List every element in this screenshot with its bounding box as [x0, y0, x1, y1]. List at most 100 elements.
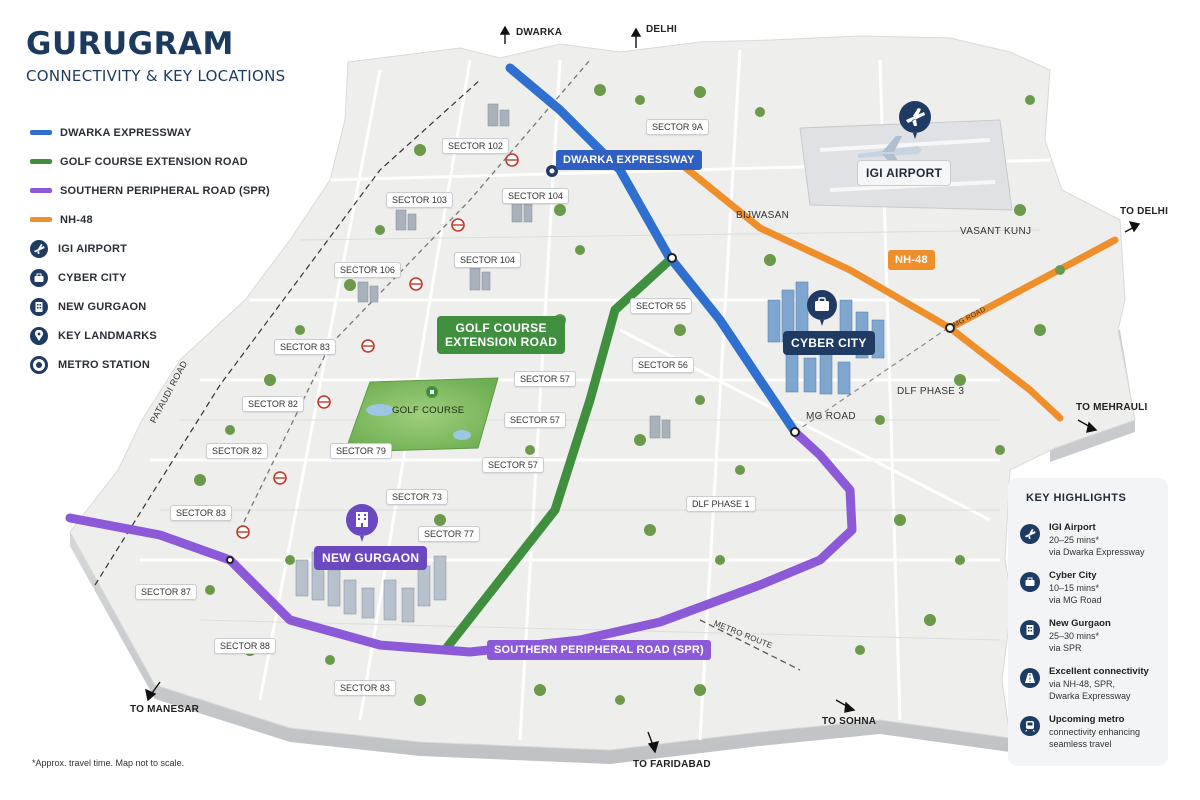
pataudi-rail-line [94, 79, 481, 586]
nh48-badge: NH-48 [888, 250, 935, 270]
building-icon [30, 297, 48, 316]
highlight-connectivity: Excellent connectivity via NH-48, SPR, Dwa… [1020, 666, 1165, 702]
sector-label: DLF PHASE 1 [686, 496, 756, 512]
golf-course-extension-badge: GOLF COURSE EXTENSION ROAD [437, 316, 566, 354]
mg-road-label: MG ROAD [806, 411, 856, 422]
spr-road [65, 427, 857, 657]
igi-airport-badge: IGI AIRPORT [857, 160, 952, 186]
legend-swatch [30, 217, 52, 222]
legend-item-key-landmarks: KEY LANDMARKS [30, 321, 290, 350]
legend-swatch [30, 188, 52, 193]
sector-label: SECTOR 88 [214, 638, 276, 654]
metro-route-line-east [699, 619, 801, 671]
destination-delhi: DELHI [646, 24, 677, 35]
highlight-line: via SPR [1049, 643, 1082, 653]
legend-item-new-gurgaon: NEW GURGAON [30, 292, 290, 321]
key-highlights-panel: KEY HIGHLIGHTS IGI Airport 20–25 mins* via… [1008, 478, 1168, 766]
legend-item-spr: SOUTHERN PERIPHERAL ROAD (SPR) [30, 176, 290, 205]
highlight-line: via NH-48, SPR, [1049, 679, 1116, 689]
briefcase-icon [1020, 572, 1040, 592]
legend-label: GOLF COURSE EXTENSION ROAD [60, 155, 248, 168]
highlight-name: Cyber City [1049, 570, 1097, 581]
sector-label: SECTOR 55 [630, 298, 692, 314]
legend-label: KEY LANDMARKS [58, 329, 157, 342]
legend-item-cyber-city: CYBER CITY [30, 263, 290, 292]
legend-item-nh48: NH-48 [30, 205, 290, 234]
sector-label: SECTOR 57 [482, 457, 544, 473]
sector-label: SECTOR 73 [386, 489, 448, 505]
legend-label: NEW GURGAON [58, 300, 147, 313]
new-gurgaon-pin [346, 504, 378, 542]
airplane-icon [1020, 524, 1040, 544]
destination-to-sohna: TO SOHNA [822, 716, 877, 727]
metro-pin [546, 165, 558, 177]
vasant-kunj-label: VASANT KUNJ [960, 226, 1032, 237]
legend-label: METRO STATION [58, 358, 151, 371]
badge-line: GOLF COURSE [455, 321, 547, 335]
dlf-phase-3-label: DLF PHASE 3 [897, 386, 965, 397]
sector-label: SECTOR 106 [334, 262, 401, 278]
pin-icon [30, 326, 48, 345]
legend-label: NH-48 [60, 213, 93, 226]
new-gurgaon-towers [295, 551, 447, 623]
golf-course-extension-road [440, 253, 677, 655]
sector-label: SECTOR 77 [418, 526, 480, 542]
cyber-city-towers [767, 281, 885, 395]
highlight-line: via MG Road [1049, 595, 1102, 605]
highlight-cyber-city: Cyber City 10–15 mins* via MG Road [1020, 570, 1165, 606]
sector-label: SECTOR 104 [502, 188, 569, 204]
nh48-road [672, 156, 1119, 422]
sector-label: SECTOR 79 [330, 443, 392, 459]
legend-label: CYBER CITY [58, 271, 127, 284]
golf-course-label: GOLF COURSE [392, 405, 465, 416]
building-icon [1020, 620, 1040, 640]
buildings [357, 103, 671, 439]
bijwasan-label: BIJWASAN [736, 210, 790, 221]
sector-label: SECTOR 104 [454, 252, 521, 268]
highlight-line: 20–25 mins* [1049, 535, 1100, 545]
legend-item-golf-course-extension-road: GOLF COURSE EXTENSION ROAD [30, 147, 290, 176]
page-subtitle: CONNECTIVITY & KEY LOCATIONS [26, 67, 286, 85]
briefcase-icon [30, 268, 48, 287]
legend: DWARKA EXPRESSWAY GOLF COURSE EXTENSION … [30, 118, 290, 379]
legend-label: DWARKA EXPRESSWAY [60, 126, 192, 139]
road-icon [1020, 668, 1040, 688]
legend-item-metro-station: METRO STATION [30, 350, 290, 379]
highlight-name: New Gurgaon [1049, 618, 1111, 629]
sector-label: SECTOR 83 [334, 680, 396, 696]
key-highlights-title: KEY HIGHLIGHTS [1026, 492, 1127, 504]
sector-label: SECTOR 57 [514, 371, 576, 387]
destination-dwarka: DWARKA [516, 27, 563, 38]
sector-label: SECTOR 103 [386, 192, 453, 208]
sector-label: SECTOR 83 [170, 505, 232, 521]
highlight-igi-airport: IGI Airport 20–25 mins* via Dwarka Express… [1020, 522, 1165, 558]
highlight-name: IGI Airport [1049, 522, 1096, 533]
badge-line: EXTENSION ROAD [445, 335, 558, 349]
highlight-name: Upcoming metro [1049, 714, 1125, 725]
airplane-icon [30, 239, 48, 258]
airport-pin [899, 101, 931, 139]
highlight-line: via Dwarka Expressway [1049, 547, 1145, 557]
sector-label: SECTOR 57 [504, 412, 566, 428]
legend-item-igi-airport: IGI AIRPORT [30, 234, 290, 263]
legend-swatch [30, 159, 52, 164]
highlight-line: Dwarka Expressway [1049, 691, 1131, 701]
destination-to-manesar: TO MANESAR [130, 704, 200, 715]
legend-item-dwarka-expressway: DWARKA EXPRESSWAY [30, 118, 290, 147]
direction-arrows [145, 25, 1141, 754]
legend-label: IGI AIRPORT [58, 242, 128, 255]
metro-icon [30, 355, 48, 374]
footnote: *Approx. travel time. Map not to scale. [32, 758, 185, 768]
highlight-name: Excellent connectivity [1049, 666, 1149, 677]
destination-to-delhi: TO DELHI [1120, 206, 1169, 217]
highlight-line: 10–15 mins* [1049, 583, 1100, 593]
new-gurgaon-badge: NEW GURGAON [314, 546, 428, 570]
sector-label: SECTOR 83 [274, 339, 336, 355]
cyber-city-pin [807, 290, 837, 326]
sector-label: SECTOR 9A [646, 119, 709, 135]
legend-label: SOUTHERN PERIPHERAL ROAD (SPR) [60, 184, 270, 197]
destination-to-mehrauli: TO MEHRAULI [1076, 402, 1148, 413]
spr-badge: SOUTHERN PERIPHERAL ROAD (SPR) [487, 640, 711, 660]
sector-label: SECTOR 82 [206, 443, 268, 459]
